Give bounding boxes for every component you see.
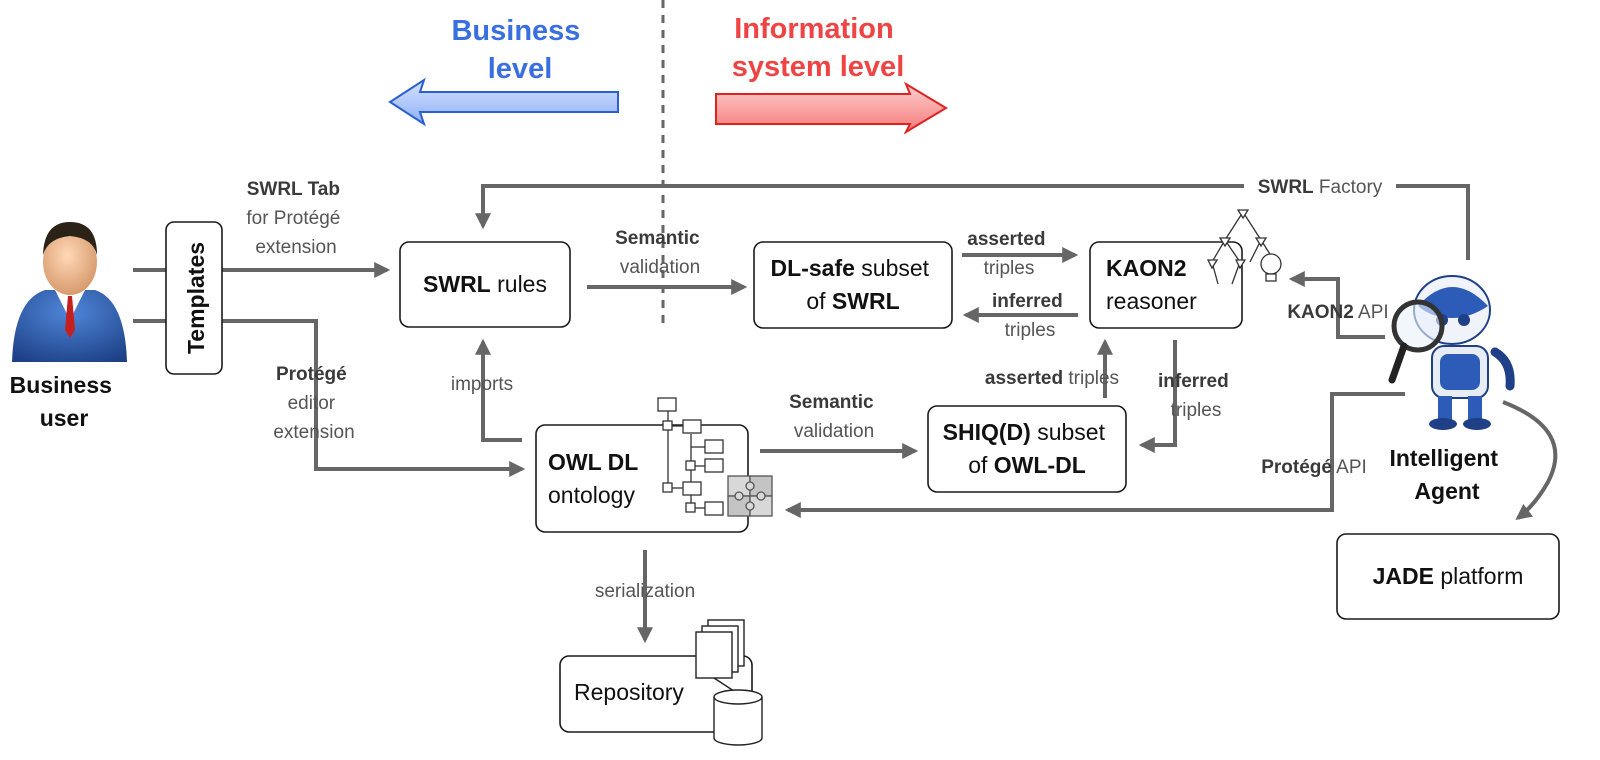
repository-label: Repository bbox=[574, 679, 684, 705]
protege-editor-label: Protégé editor extension bbox=[273, 364, 354, 443]
arrow-imports bbox=[475, 338, 522, 442]
dl-safe-subset-box bbox=[753, 241, 953, 329]
business-level-heading: Business level bbox=[451, 15, 588, 85]
arrow-swrl-factory bbox=[475, 184, 1244, 230]
arrow-inferred-triples-bottom bbox=[1138, 340, 1177, 453]
serialization-label: serialization bbox=[595, 581, 695, 602]
swrl-tab-label: SWRL Tab for Protégé extension bbox=[246, 179, 345, 258]
owl-dl-ontology-label: OWL DL ontology bbox=[548, 449, 645, 508]
templates-box bbox=[165, 221, 223, 375]
kaon2-reasoner-label: KAON2 reasoner bbox=[1106, 255, 1197, 314]
asserted-triples-top-label: asserted triples bbox=[967, 229, 1050, 279]
folder-tree-icon bbox=[657, 397, 724, 516]
jade-platform-label: JADE platform bbox=[1373, 563, 1524, 589]
swrl-factory-label-bg bbox=[1244, 172, 1396, 200]
protege-api-label: Protégé API bbox=[1261, 457, 1367, 478]
semantic-validation-top-label: Semantic validation bbox=[615, 228, 705, 278]
inferred-triples-bottom-label: inferred triples bbox=[1158, 371, 1234, 421]
asserted-triples-bottom-label: asserted triples bbox=[985, 368, 1119, 389]
database-icon bbox=[713, 689, 763, 746]
documents-icon bbox=[695, 619, 745, 679]
inferred-triples-top-label: inferred triples bbox=[992, 291, 1068, 341]
connectors bbox=[133, 184, 1558, 644]
swrl-rules-box bbox=[399, 241, 571, 328]
puzzle-icon bbox=[727, 475, 773, 517]
arrow-protege-api bbox=[784, 392, 1405, 518]
kaon2-api-label: KAON2 API bbox=[1287, 302, 1388, 323]
information-level-heading: Information system level bbox=[732, 13, 905, 83]
dl-safe-subset-label: DL-safe subset of SWRL bbox=[771, 255, 936, 314]
swrl-factory-label: SWRL Factory bbox=[1258, 177, 1383, 198]
arrow-templates-to-owl-dl bbox=[133, 319, 526, 477]
intelligent-agent-icon bbox=[1388, 275, 1515, 430]
imports-label: imports bbox=[451, 374, 513, 395]
templates-label: Templates bbox=[183, 242, 209, 354]
shiq-subset-box bbox=[927, 405, 1127, 493]
business-user-label: Business user bbox=[10, 372, 119, 431]
arrow-agent-to-jade bbox=[1502, 400, 1558, 520]
jade-platform-box bbox=[1336, 533, 1560, 620]
shiq-subset-label: SHIQ(D) subset of OWL-DL bbox=[943, 419, 1112, 478]
information-level-arrow bbox=[715, 81, 948, 135]
business-level-arrow bbox=[388, 77, 619, 127]
arrow-swrl-factory-from-agent bbox=[1396, 184, 1470, 260]
swrl-rules-label: SWRL rules bbox=[423, 271, 547, 297]
intelligent-agent-label: Intelligent Agent bbox=[1389, 445, 1504, 504]
semantic-validation-bottom-label: Semantic validation bbox=[789, 392, 879, 442]
kaon2-reasoner-box bbox=[1089, 241, 1243, 329]
business-user-icon bbox=[12, 222, 127, 362]
arrow-kaon2-api bbox=[1288, 271, 1385, 339]
reasoner-network-icon bbox=[1206, 209, 1282, 285]
